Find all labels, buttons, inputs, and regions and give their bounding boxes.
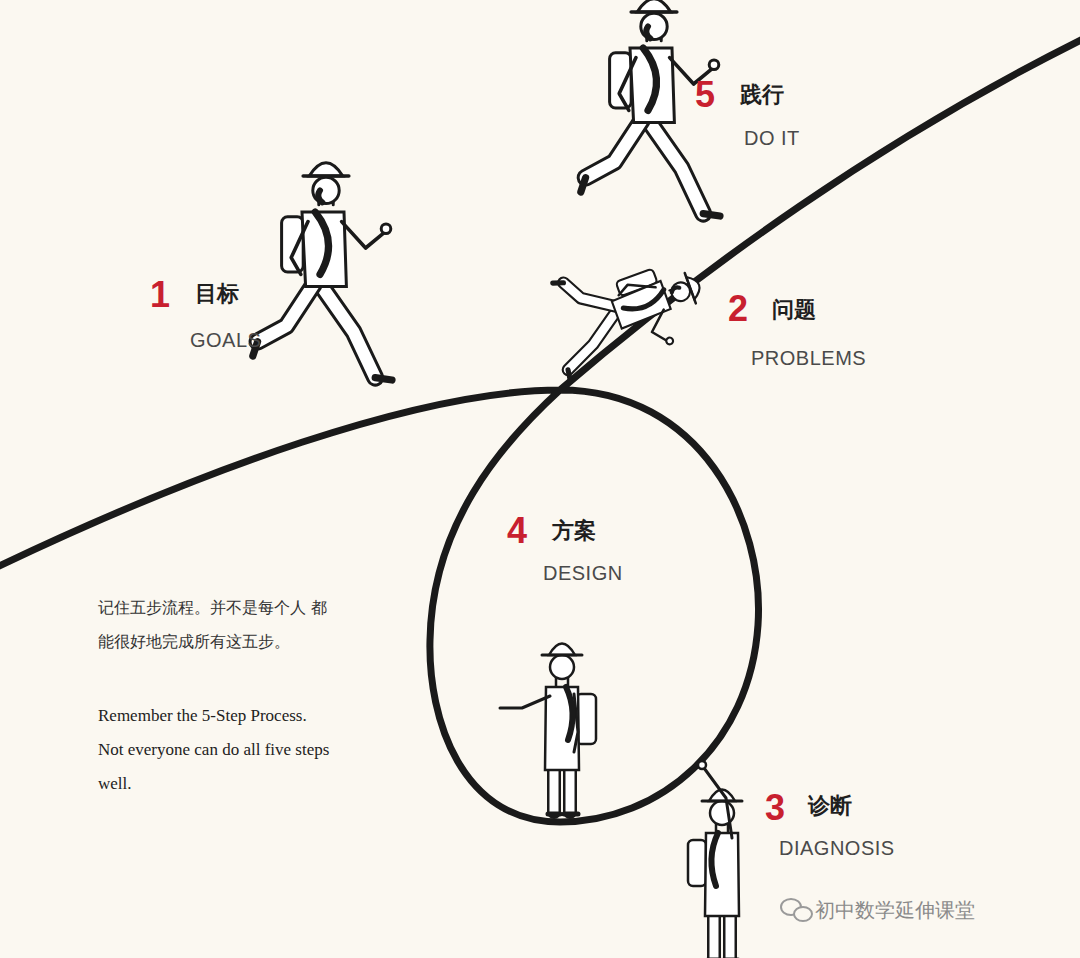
callout-number: 5 (695, 77, 715, 113)
step-title-en: DIAGNOSIS (779, 838, 895, 858)
step-title: 践行 (740, 84, 784, 106)
step-title: 目标 (195, 283, 239, 305)
step-title: 问题 (772, 299, 816, 321)
callout-number: 2 (728, 291, 748, 327)
step-title-en: PROBLEMS (751, 348, 866, 368)
step-title-en: DESIGN (543, 563, 623, 583)
callout-number: 3 (765, 790, 785, 826)
callout-number: 4 (507, 513, 527, 549)
watermark: 初中数学延伸课堂 (815, 897, 975, 924)
step-title: 诊断 (808, 795, 852, 817)
callout-number: 1 (150, 277, 170, 313)
note-text: 记住五步流程。并不是每个人 都能很好地完成所有这五步。 (98, 591, 338, 659)
note-text: Remember the 5-Step Process. Not everyon… (98, 699, 330, 801)
step-title-en: GOALS (190, 330, 261, 350)
step-title-en: DO IT (744, 128, 800, 148)
step-title: 方案 (552, 520, 596, 542)
